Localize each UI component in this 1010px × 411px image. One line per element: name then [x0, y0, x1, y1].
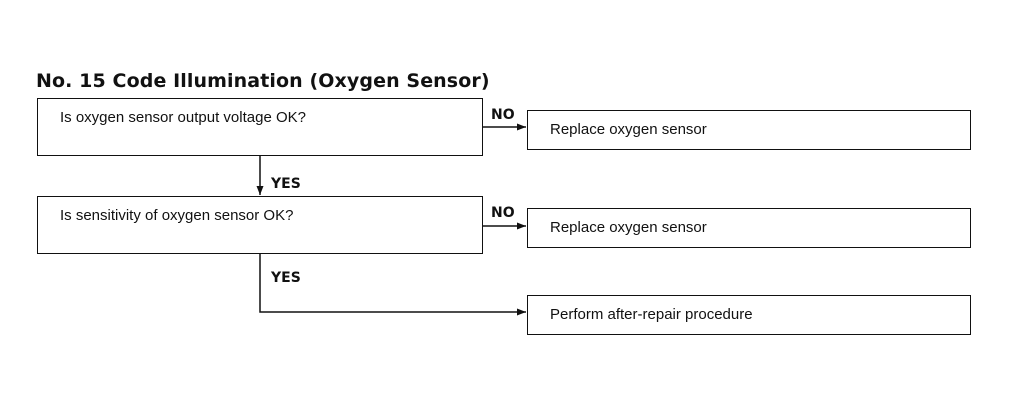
action-text-replace-sensor-1: Replace oxygen sensor: [550, 121, 707, 138]
no-arrowhead-step-1: [517, 123, 526, 131]
action-box-replace-sensor-1: Replace oxygen sensor: [527, 110, 971, 150]
yes-label-step-1: YES: [271, 176, 301, 192]
yes-arrowhead-step-1: [256, 186, 264, 195]
action-box-after-repair: Perform after-repair procedure: [527, 295, 971, 335]
decision-box-oxygen-voltage: Is oxygen sensor output voltage OK?: [37, 98, 483, 156]
yes-label-step-2: YES: [271, 270, 301, 286]
no-label-step-1: NO: [491, 107, 515, 123]
action-text-replace-sensor-2: Replace oxygen sensor: [550, 219, 707, 236]
no-arrowhead-step-2: [517, 222, 526, 230]
decision-question-oxygen-sensitivity: Is sensitivity of oxygen sensor OK?: [60, 207, 294, 224]
action-text-after-repair: Perform after-repair procedure: [550, 306, 753, 323]
yes-connector-step-2: [259, 254, 526, 313]
yes-arrowhead-step-2: [517, 308, 526, 316]
action-box-replace-sensor-2: Replace oxygen sensor: [527, 208, 971, 248]
no-label-step-2: NO: [491, 205, 515, 221]
diagram-title: No. 15 Code Illumination (Oxygen Sensor): [36, 70, 490, 92]
decision-box-oxygen-sensitivity: Is sensitivity of oxygen sensor OK?: [37, 196, 483, 254]
decision-question-oxygen-voltage: Is oxygen sensor output voltage OK?: [60, 109, 306, 126]
